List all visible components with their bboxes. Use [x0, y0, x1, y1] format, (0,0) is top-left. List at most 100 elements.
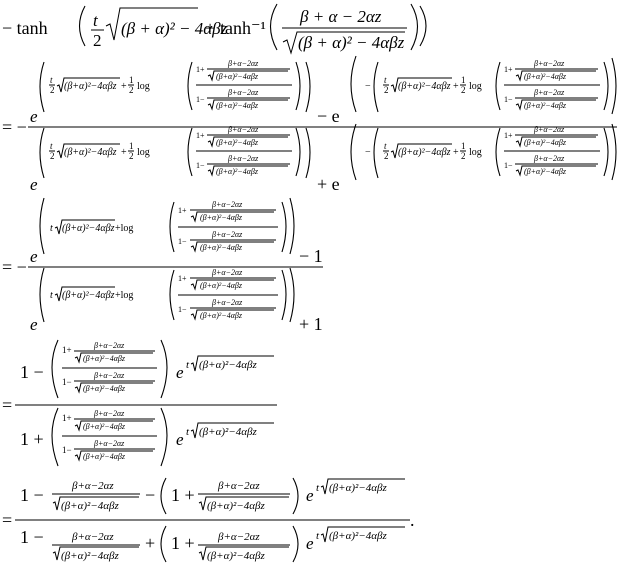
- row3-e-num: e: [30, 247, 38, 266]
- line-5: = 1 − β+α−2αz (β+α)²−4αβz − 1 + β+α−2αz …: [2, 477, 415, 563]
- row5-den-plus: +: [145, 533, 155, 553]
- neg-tanh: − tanh: [2, 18, 48, 38]
- exp1-oneplus: 1+: [196, 65, 205, 74]
- den2-inner-paren-open: [373, 127, 379, 179]
- exp1-d-num: β+α−2αz: [227, 88, 259, 97]
- row3-den-radicand: (β+α)²−4αβz: [62, 290, 115, 301]
- exp2-log-paren-open: [495, 61, 501, 111]
- row4-num-d-radicand: (β+α)²−4αβz: [83, 384, 126, 393]
- row3-den-rad: [54, 286, 115, 302]
- exp-base-1: e: [30, 107, 38, 126]
- row3-num-n-radicand: (β+α)²−4αβz: [200, 213, 243, 222]
- row3-num-log-paren-open: [169, 201, 175, 253]
- frac-two: 2: [93, 31, 102, 50]
- den2-log-paren-open: [495, 127, 501, 177]
- exp2-two: 2: [384, 85, 389, 95]
- row3-den-paren-close: [289, 267, 295, 323]
- row4-den-d-rad: [74, 450, 153, 462]
- atanh-numerator: β + α − 2αz: [299, 7, 382, 26]
- row4-num-paren-close: [160, 339, 168, 399]
- den2-paren-open: [350, 123, 357, 181]
- exp1-one: 1: [129, 75, 134, 85]
- exp2-n-num: β+α−2αz: [533, 59, 565, 68]
- exp2-log-paren-close: [603, 61, 609, 111]
- row3-den-n-num: β+α−2αz: [211, 268, 243, 277]
- equals-neg-3: = −: [2, 257, 27, 277]
- row5-num-e: e: [306, 486, 314, 505]
- den1-oneminus: 1−: [196, 161, 205, 170]
- den2-n-radicand: (β+α)²−4αβz: [524, 138, 567, 147]
- den1-plus: +: [121, 147, 127, 158]
- den2-paren-close: [611, 123, 617, 181]
- row3-num-radicand: (β+α)²−4αβz: [62, 223, 115, 234]
- row5-den-paren-open: [160, 525, 167, 563]
- row4-den-n-num: β+α−2αz: [93, 409, 125, 418]
- row4-num-rad: [190, 355, 274, 372]
- row3-num-d-radicand: (β+α)²−4αβz: [200, 243, 243, 252]
- exp2-rad: [390, 77, 452, 93]
- row4-num-d-rad: [74, 382, 153, 394]
- den2-oneplus: 1+: [504, 131, 513, 140]
- row3-num-n-rad: [190, 211, 274, 223]
- row4-num-n-radicand: (β+α)²−4αβz: [83, 354, 126, 363]
- exp1-oneminus: 1−: [196, 95, 205, 104]
- row4-one-minus: 1 −: [20, 362, 44, 382]
- row5-den-t: t: [316, 530, 320, 542]
- row5-den-frac-radicand: (β+α)²−4αβz: [61, 550, 119, 562]
- den1-rad: [56, 143, 120, 159]
- plus-sign: +: [205, 18, 215, 38]
- row4-den-rad: [190, 422, 274, 439]
- exp1-two: 2: [50, 85, 55, 95]
- row5-num-frac-num: β+α−2αz: [71, 480, 114, 492]
- row3-den-pluslog: +log: [115, 290, 133, 301]
- row4-den-d-num: β+α−2αz: [93, 439, 125, 448]
- den1-paren-close: [305, 127, 311, 179]
- den1-n-num: β+α−2αz: [227, 125, 259, 134]
- row4-den-oneplus: 1+: [62, 413, 72, 423]
- paren-atanh-close: [410, 3, 419, 51]
- den1-radicand: (β+α)²−4αβz: [64, 147, 117, 158]
- row3-den-d-num: β+α−2αz: [211, 298, 243, 307]
- paren-open: [78, 5, 86, 47]
- row5-den-frac-rad: [52, 546, 139, 561]
- row3-den-log-paren-close: [281, 269, 287, 321]
- row3-den-d-radicand: (β+α)²−4αβz: [200, 311, 243, 320]
- row5-den-paren-close: [292, 525, 299, 563]
- row3-den-oneplus: 1+: [178, 274, 187, 283]
- row5-num-minus: −: [145, 485, 155, 505]
- exp1-paren-close: [305, 61, 311, 113]
- den1-t: t: [50, 141, 53, 151]
- row3-num-log-paren-close: [281, 201, 287, 253]
- row4-num-e: e: [176, 363, 184, 382]
- exp1-radicand: (β+α)²−4αβz: [64, 81, 117, 92]
- row5-den-eradicand: (β+α)²−4αβz: [329, 530, 387, 542]
- exp2-d-radicand: (β+α)²−4αβz: [524, 101, 567, 110]
- den2-log: log: [469, 147, 482, 158]
- exp2-t: t: [384, 75, 387, 85]
- minus-e: − e: [317, 106, 340, 126]
- row5-den-e: e: [306, 534, 314, 553]
- line-1: − tanh t 2 (β + α)² − 4αβz + tanh⁻¹ β + …: [2, 3, 427, 55]
- den2-n-num: β+α−2αz: [533, 125, 565, 134]
- exp2-d-num: β+α−2αz: [533, 88, 565, 97]
- row4-num-n-rad: [74, 352, 153, 364]
- row5-num-erad: [320, 478, 405, 495]
- den2-d-num: β+α−2αz: [533, 154, 565, 163]
- row5-den-frac-num: β+α−2αz: [71, 531, 114, 543]
- exp2-log: log: [469, 81, 482, 92]
- row5-num-one-plus: 1 +: [171, 485, 195, 505]
- den1-log-paren-open: [187, 127, 193, 177]
- equals-5: =: [2, 510, 12, 530]
- den2-n-rad: [515, 136, 596, 148]
- den1-paren-open: [39, 127, 45, 179]
- row3-num-d-rad: [190, 241, 274, 253]
- row3-num-d-num: β+α−2αz: [211, 230, 243, 239]
- exp2-n-radicand: (β+α)²−4αβz: [524, 72, 567, 81]
- paren-atanh-open: [269, 3, 278, 51]
- den2-log-paren-close: [603, 127, 609, 177]
- row5-num-paren-open: [160, 477, 167, 515]
- row3-den-oneminus: 1−: [178, 305, 187, 314]
- row5-den-one-plus: 1 +: [171, 533, 195, 553]
- exp2-radicand: (β+α)²−4αβz: [398, 81, 451, 92]
- exp1-paren-open: [39, 61, 45, 113]
